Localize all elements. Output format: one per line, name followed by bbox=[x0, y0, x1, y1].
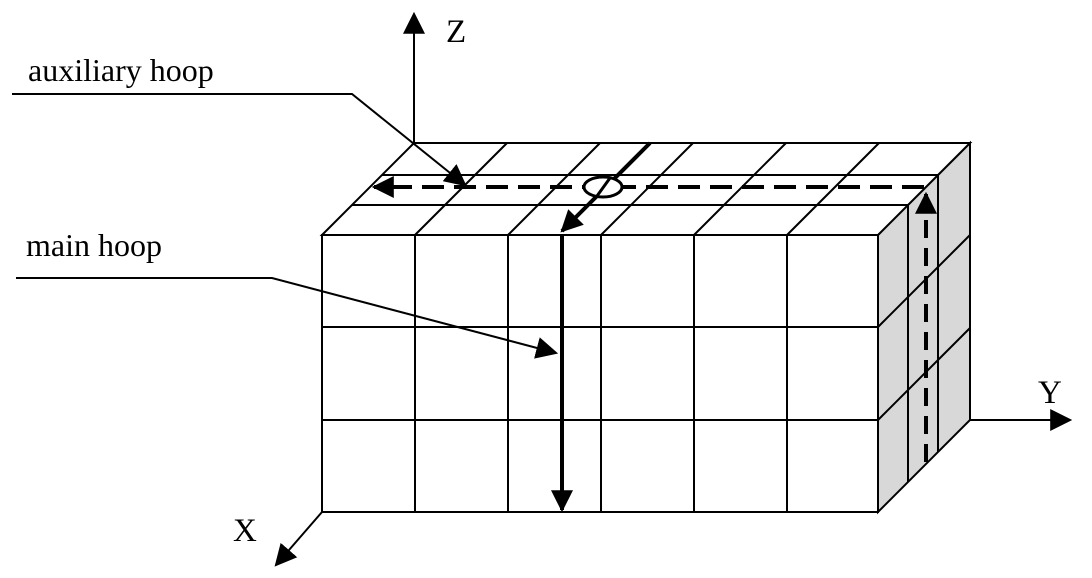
x-axis bbox=[274, 511, 323, 567]
x-axis-label: X bbox=[233, 513, 257, 549]
auxiliary-hoop-label: auxiliary hoop bbox=[28, 52, 214, 88]
z-axis-label: Z bbox=[446, 14, 466, 50]
y-axis-label: Y bbox=[1038, 375, 1062, 411]
box-front-face bbox=[321, 234, 879, 513]
main-hoop-leader bbox=[16, 277, 559, 359]
main-hoop-label: main hoop bbox=[26, 227, 162, 263]
auxiliary-hoop-leader bbox=[12, 93, 467, 187]
auxiliary-hoop-path bbox=[371, 176, 937, 462]
